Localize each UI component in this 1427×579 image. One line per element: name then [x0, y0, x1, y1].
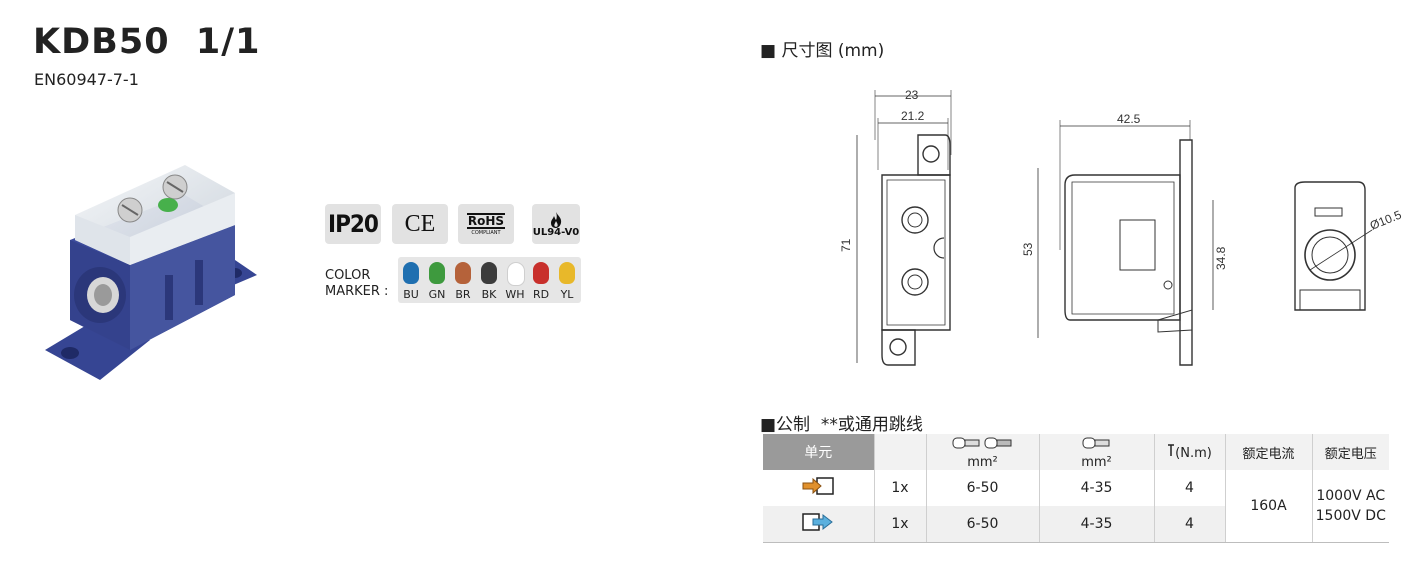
ip20-badge: IP20 — [325, 204, 381, 244]
header-rated-voltage: 额定电压 — [1311, 434, 1389, 470]
color-label-line1: COLOR — [325, 268, 371, 283]
row2-range1: 6-50 — [925, 506, 1039, 543]
ul94-badge: UL94-V0 — [532, 204, 580, 244]
dim-side-mount-height: 34.8 — [1214, 246, 1228, 270]
arrow-in-icon — [802, 477, 834, 495]
front-view-drawing: 23 21.2 71 — [839, 88, 952, 366]
row1-range2: 4-35 — [1038, 470, 1154, 506]
table-section-title: ■公制 **或通用跳线 — [760, 415, 923, 435]
color-code-yl: YL — [560, 288, 574, 301]
header-unit: 单元 — [763, 434, 874, 470]
end-view-drawing: Ø10.5 — [1294, 181, 1404, 311]
header-wire2: mm² — [1038, 434, 1154, 470]
row2-torque: 4 — [1153, 506, 1225, 543]
flame-icon — [551, 211, 562, 228]
color-dot-wh — [507, 262, 525, 286]
rohs-badge: RoHS COMPLIANT — [458, 204, 514, 244]
spec-table: 单元 mm² mm² (N.m) 额定 — [763, 434, 1389, 543]
side-view-drawing: 42.5 53 34.8 — [1021, 112, 1228, 366]
table-row: 1x 6-50 4-35 4 160A 1000V AC 1500V DC — [763, 470, 1389, 543]
ul94-label: UL94-V0 — [532, 226, 580, 238]
color-marker-panel: BU GN BR BK WH RD YL — [398, 257, 581, 303]
rohs-sub-label: COMPLIANT — [471, 229, 501, 236]
product-standard: EN60947-7-1 — [34, 70, 139, 89]
row1-qty: 1x — [873, 470, 926, 506]
rated-voltage-ac: 1000V AC — [1316, 488, 1386, 504]
rated-current-value: 160A — [1224, 470, 1312, 543]
color-code-rd: RD — [532, 288, 550, 301]
header-rated-current: 额定电流 — [1224, 434, 1312, 470]
color-dot-yl — [559, 262, 575, 284]
dim-side-height: 53 — [1021, 242, 1035, 256]
header-wire2-unit: mm² — [1081, 454, 1112, 470]
wire-single-icon — [1082, 437, 1109, 448]
color-marker-label: COLOR MARKER : — [325, 268, 388, 300]
header-wire1-unit: mm² — [967, 454, 998, 470]
color-dot-br — [455, 262, 471, 284]
color-code-bk: BK — [481, 288, 497, 301]
dim-side-depth: 42.5 — [1117, 112, 1141, 126]
rated-voltage-dc: 1500V DC — [1315, 508, 1386, 524]
rohs-label: RoHS — [466, 212, 506, 229]
color-dot-bu — [403, 262, 419, 284]
row2-qty: 1x — [873, 506, 926, 543]
dim-front-width-inner: 21.2 — [901, 109, 925, 123]
color-dot-gn — [429, 262, 445, 284]
product-title: KDB50 1/1 — [33, 22, 261, 62]
row1-range1: 6-50 — [925, 470, 1039, 506]
row1-torque: 4 — [1153, 470, 1225, 506]
color-code-wh: WH — [505, 288, 525, 301]
arrow-out-icon — [802, 513, 834, 531]
product-photo — [45, 165, 257, 380]
dim-end-diameter: Ø10.5 — [1368, 207, 1404, 232]
wire-ferrule-icon — [952, 437, 1011, 448]
color-code-br: BR — [455, 288, 471, 301]
arrow-out-icon-cell — [763, 506, 874, 543]
table-row: 1x 6-50 4-35 4 — [763, 506, 1389, 543]
rated-voltage-value: 1000V AC 1500V DC — [1311, 470, 1389, 543]
ce-badge: CE — [392, 204, 448, 244]
header-wire1: mm² — [925, 434, 1039, 470]
row2-range2: 4-35 — [1038, 506, 1154, 543]
torque-icon — [1168, 444, 1175, 456]
header-torque-unit: (N.m) — [1175, 446, 1212, 461]
header-torque: (N.m) — [1153, 434, 1225, 470]
color-dot-rd — [533, 262, 549, 284]
color-dot-bk — [481, 262, 497, 284]
color-label-line2: MARKER : — [325, 284, 389, 299]
dim-front-width-outer: 23 — [905, 88, 919, 102]
dimension-section-title: ■ 尺寸图 (mm) — [760, 41, 885, 61]
spec-header-row: 单元 mm² mm² (N.m) 额定 — [763, 434, 1389, 470]
header-qty — [873, 434, 926, 470]
dimension-drawings: 23 21.2 71 42.5 53 34.8 — [839, 88, 1404, 366]
arrow-in-icon-cell — [763, 470, 874, 506]
dim-front-height: 71 — [839, 238, 853, 252]
color-code-bu: BU — [403, 288, 419, 301]
color-code-gn: GN — [428, 288, 446, 301]
